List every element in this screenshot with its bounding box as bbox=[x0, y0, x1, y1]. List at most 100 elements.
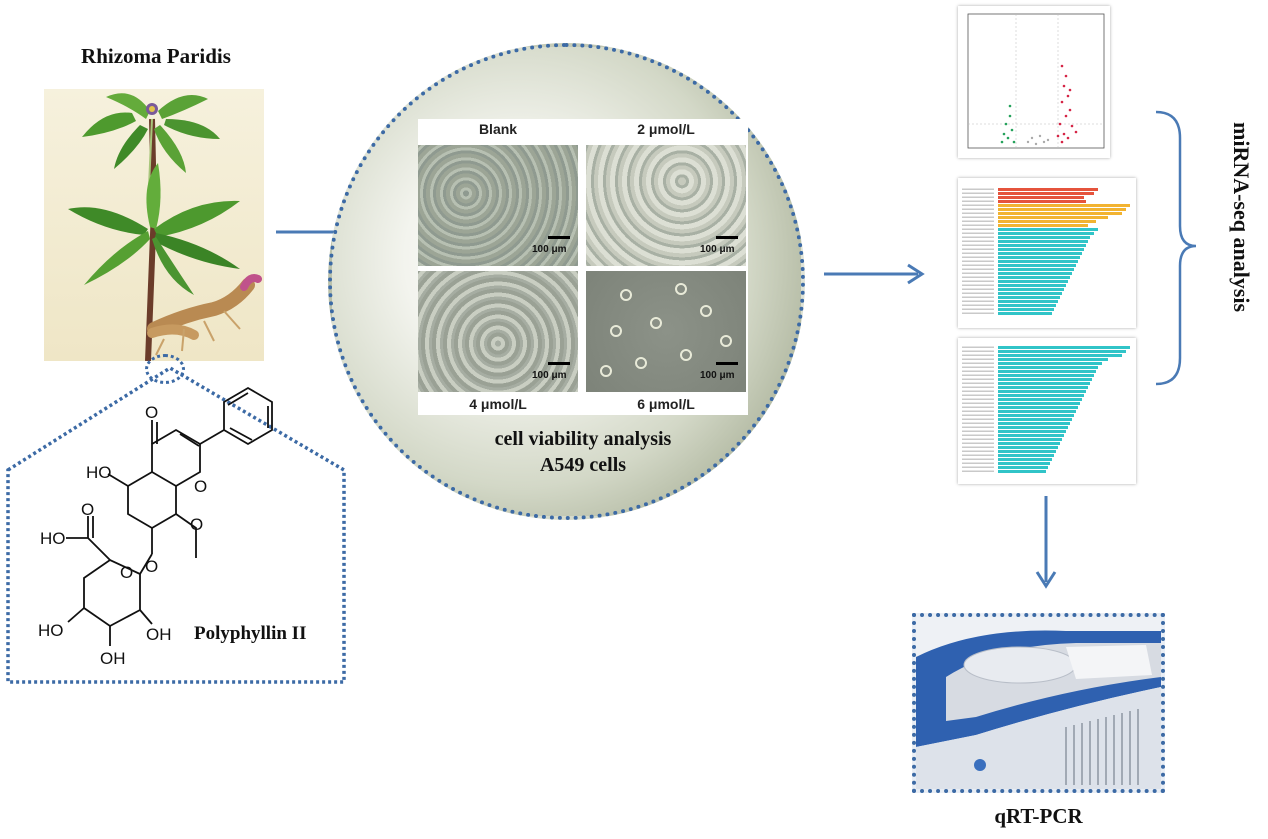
thumbnail-bar bbox=[998, 216, 1108, 219]
mirna-seq-label: miRNA-seq analysis bbox=[1229, 122, 1254, 313]
thumbnail-tick-text bbox=[962, 390, 994, 392]
thumbnail-tick-text bbox=[962, 240, 994, 242]
thumbnail-bar bbox=[998, 442, 1060, 445]
atom-ho-a: HO bbox=[86, 463, 112, 482]
thumbnail-tick-text bbox=[962, 406, 994, 408]
viability-caption-line1: cell viability analysis bbox=[494, 428, 672, 450]
go-bars bbox=[962, 188, 1130, 315]
thumbnail-bar bbox=[998, 426, 1068, 429]
thumbnail-tick-text bbox=[962, 366, 994, 368]
label-4umol: 4 μmol/L bbox=[469, 396, 527, 412]
polyphyllin-structure: O O HO O O O HO O HO OH OH bbox=[38, 386, 273, 668]
viability-caption-line2: A549 cells bbox=[539, 454, 627, 476]
thumbnail-bar bbox=[998, 350, 1126, 353]
thumbnail-bar bbox=[998, 228, 1098, 231]
volcano-plot-thumbnail bbox=[958, 6, 1110, 158]
thumbnail-bar bbox=[998, 260, 1078, 263]
thumbnail-tick-text bbox=[962, 304, 994, 306]
thumbnail-bar bbox=[998, 200, 1086, 203]
thumbnail-tick-text bbox=[962, 188, 994, 190]
thumbnail-tick-text bbox=[962, 402, 994, 404]
thumbnail-bar bbox=[998, 244, 1086, 247]
compound-frame bbox=[6, 365, 346, 684]
thumbnail-bar bbox=[998, 232, 1094, 235]
thumbnail-tick-text bbox=[962, 358, 994, 360]
atom-o-acid: O bbox=[81, 500, 94, 519]
thumbnail-bar bbox=[998, 276, 1070, 279]
thumbnail-tick-text bbox=[962, 354, 994, 356]
thumbnail-bar bbox=[998, 308, 1054, 311]
thumbnail-tick-text bbox=[962, 410, 994, 412]
pcr-machine-frame bbox=[912, 613, 1165, 793]
thumbnail-tick-text bbox=[962, 362, 994, 364]
thumbnail-tick-text bbox=[962, 418, 994, 420]
thumbnail-bar bbox=[998, 430, 1066, 433]
atom-o-ring: O bbox=[194, 477, 207, 496]
thumbnail-tick-text bbox=[962, 470, 994, 472]
thumbnail-tick-text bbox=[962, 422, 994, 424]
thumbnail-tick-text bbox=[962, 220, 994, 222]
thumbnail-bar bbox=[998, 212, 1122, 215]
thumbnail-tick-text bbox=[962, 288, 994, 290]
thumbnail-tick-text bbox=[962, 414, 994, 416]
thumbnail-tick-text bbox=[962, 228, 994, 230]
thumbnail-tick-text bbox=[962, 204, 994, 206]
label-2umol: 2 μmol/L bbox=[637, 121, 695, 137]
thumbnail-tick-text bbox=[962, 236, 994, 238]
label-blank: Blank bbox=[478, 121, 518, 137]
thumbnail-bar bbox=[998, 458, 1052, 461]
seq-bracket bbox=[1155, 110, 1197, 386]
thumbnail-tick-text bbox=[962, 216, 994, 218]
thumbnail-bar bbox=[998, 354, 1122, 357]
thumbnail-bar bbox=[998, 240, 1088, 243]
thumbnail-bar bbox=[998, 264, 1076, 267]
thumbnail-bar bbox=[998, 248, 1084, 251]
plant-title: Rhizoma Paridis bbox=[81, 44, 231, 68]
atom-o-methoxy: O bbox=[190, 515, 203, 534]
thumbnail-bar bbox=[998, 386, 1088, 389]
thumbnail-tick-text bbox=[962, 284, 994, 286]
thumbnail-bar bbox=[998, 378, 1092, 381]
thumbnail-bar bbox=[998, 470, 1046, 473]
thumbnail-tick-text bbox=[962, 256, 994, 258]
kegg-enrichment-thumbnail bbox=[958, 338, 1136, 484]
thumbnail-bar bbox=[998, 220, 1096, 223]
thumbnail-bar bbox=[998, 374, 1094, 377]
thumbnail-bar bbox=[998, 366, 1098, 369]
thumbnail-tick-text bbox=[962, 462, 994, 464]
thumbnail-tick-text bbox=[962, 212, 994, 214]
thumbnail-bar bbox=[998, 466, 1048, 469]
thumbnail-tick-text bbox=[962, 350, 994, 352]
thumbnail-tick-text bbox=[962, 224, 994, 226]
thumbnail-tick-text bbox=[962, 264, 994, 266]
thumbnail-bar bbox=[998, 438, 1062, 441]
scale-blank: 100 μm bbox=[532, 244, 567, 255]
atom-o-link: O bbox=[145, 557, 158, 576]
thumbnail-bar bbox=[998, 382, 1090, 385]
thumbnail-bar bbox=[998, 236, 1090, 239]
cell-spots bbox=[600, 283, 732, 377]
thumbnail-tick-text bbox=[962, 346, 994, 348]
thumbnail-tick-text bbox=[962, 308, 994, 310]
thumbnail-bar bbox=[998, 300, 1058, 303]
thumbnail-bar bbox=[998, 288, 1064, 291]
thumbnail-tick-text bbox=[962, 426, 994, 428]
thumbnail-tick-text bbox=[962, 374, 994, 376]
thumbnail-tick-text bbox=[962, 200, 994, 202]
thumbnail-tick-text bbox=[962, 232, 994, 234]
atom-o-top: O bbox=[145, 403, 158, 422]
micrograph-panel: Blank 2 μmol/L 100 μm 100 μm 100 μm 100 … bbox=[418, 119, 748, 415]
micrograph-blank: 100 μm bbox=[418, 145, 578, 266]
compound-name: Polyphyllin II bbox=[194, 623, 307, 644]
thumbnail-tick-text bbox=[962, 192, 994, 194]
thumbnail-tick-text bbox=[962, 382, 994, 384]
scale-4umol: 100 μm bbox=[532, 370, 567, 381]
thumbnail-bar bbox=[998, 256, 1080, 259]
thumbnail-bar bbox=[998, 418, 1072, 421]
atom-ho-acid: HO bbox=[40, 529, 66, 548]
thumbnail-tick-text bbox=[962, 296, 994, 298]
thumbnail-tick-text bbox=[962, 208, 994, 210]
scale-2umol: 100 μm bbox=[700, 244, 735, 255]
thumbnail-bar bbox=[998, 422, 1070, 425]
thumbnail-bar bbox=[998, 224, 1088, 227]
